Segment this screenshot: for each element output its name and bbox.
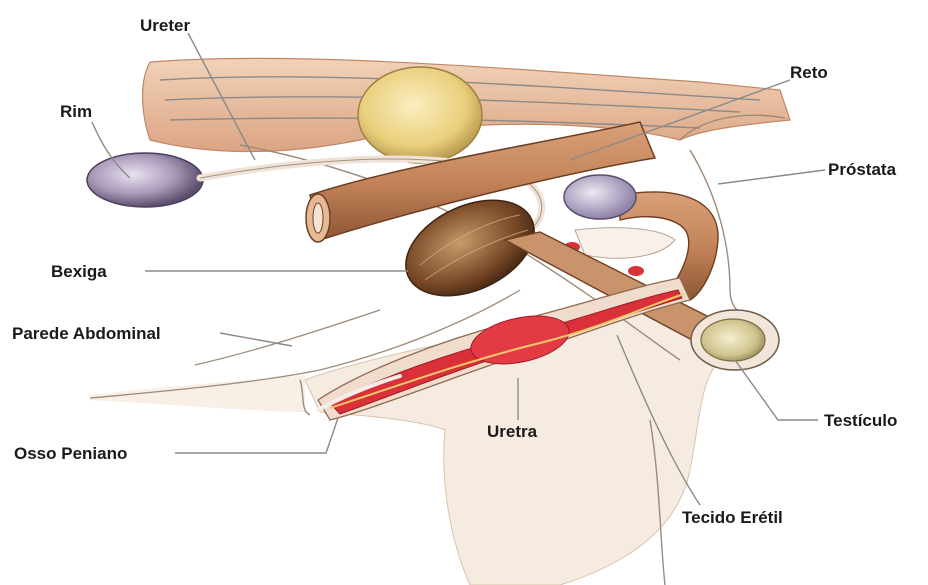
pelvic-cavity bbox=[575, 228, 675, 259]
label-bexiga: Bexiga bbox=[51, 262, 107, 281]
label-ureter: Ureter bbox=[140, 16, 190, 35]
red-spot bbox=[628, 266, 644, 276]
kidney bbox=[87, 153, 203, 207]
label-testiculo: Testículo bbox=[824, 411, 897, 430]
label-parede-abdominal: Parede Abdominal bbox=[12, 324, 161, 343]
label-reto: Reto bbox=[790, 63, 828, 82]
label-tecido-eretil: Tecido Erétil bbox=[682, 508, 783, 527]
label-prostata: Próstata bbox=[828, 160, 897, 179]
pelvic-structure bbox=[358, 67, 482, 163]
label-uretra: Uretra bbox=[487, 422, 538, 441]
label-rim: Rim bbox=[60, 102, 92, 121]
prostate bbox=[564, 175, 636, 219]
label-osso-peniano: Osso Peniano bbox=[14, 444, 127, 463]
